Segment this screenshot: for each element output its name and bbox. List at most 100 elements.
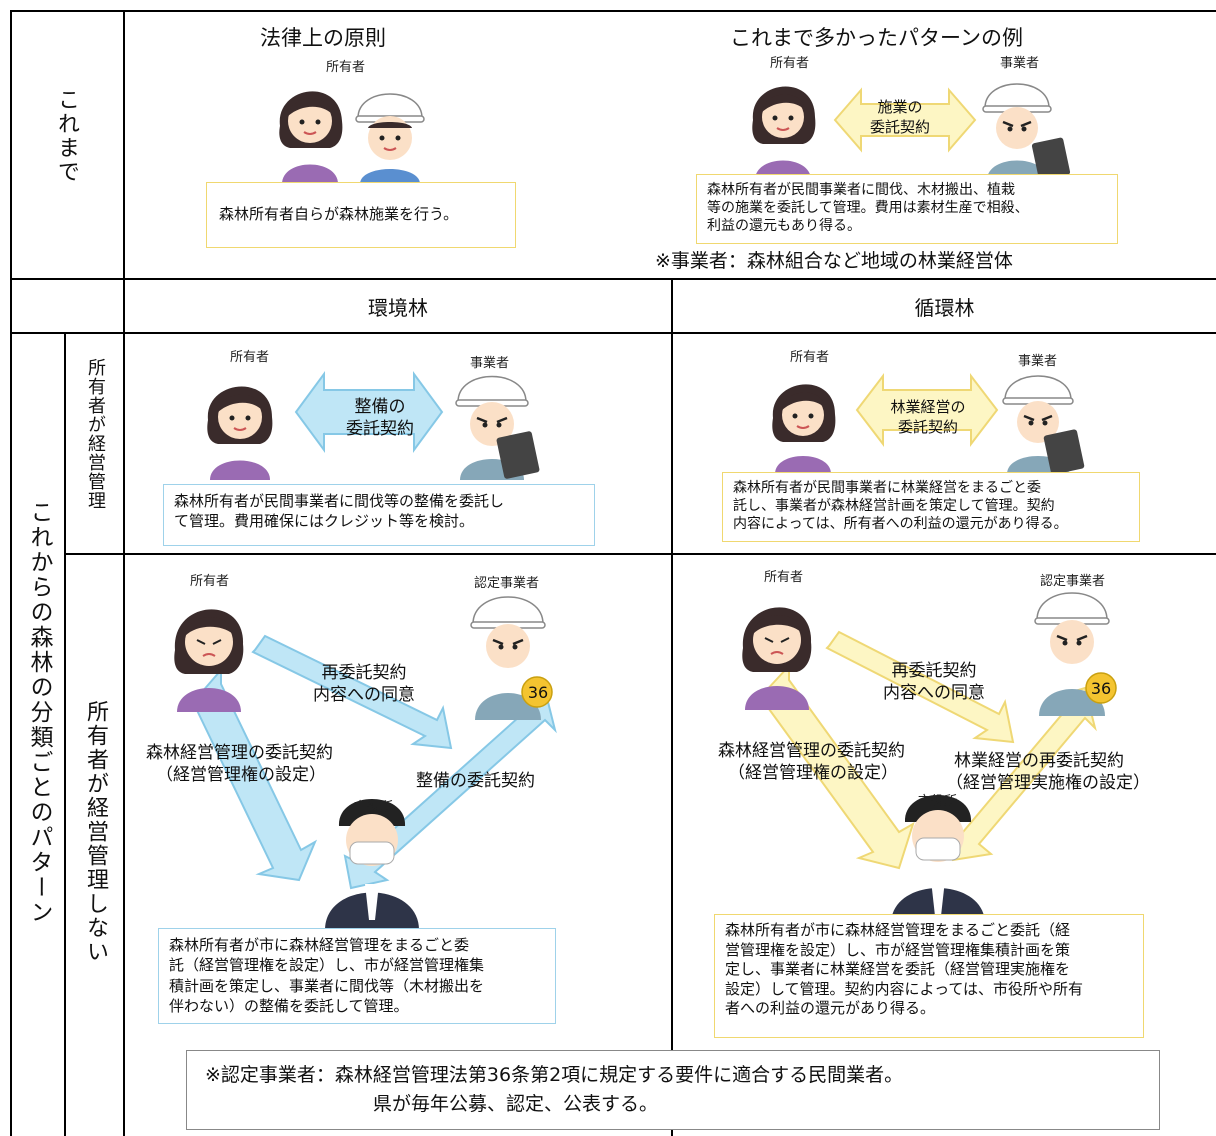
principle-illustration	[279, 91, 425, 184]
common-operator-label: 事業者	[1000, 56, 1040, 71]
env-not-mgmt-label: 森林経営管理の委託契約 （経営管理権の設定）	[146, 742, 333, 786]
env-not-maint-label: 整備の委託契約	[416, 771, 535, 791]
cycle-manage-arrow-line1: 林業経営の	[890, 398, 966, 416]
env-manage-desc-line2: て管理。費用確保にはクレジット等を検討。	[174, 512, 475, 531]
cycle-not-desc-line2: 営管理権を設定）し、市が経営管理権集積計画を策	[725, 940, 1071, 959]
common-arrow-line2: 委託契約	[869, 117, 930, 136]
env-manage-arrow-line2: 委託契約	[346, 419, 414, 440]
env-not-desc-line4: 伴わない）の整備を委託して管理。	[169, 996, 409, 1015]
env-manage-arrow-label: 整備の 委託契約	[320, 396, 440, 440]
env-not-desc-line1: 森林所有者が市に森林経営管理をまるごと委	[169, 936, 470, 954]
cycle-manage-owner-label: 所有者	[790, 350, 830, 365]
owner-woman-icon	[752, 86, 816, 180]
common-desc-line3: 利益の還元もあり得る。	[707, 218, 861, 235]
cycle-not-owner-label: 所有者	[764, 570, 804, 585]
common-description-box: 森林所有者が民間事業者に間伐、木材搬出、植栽 等の施業を委託して管理。費用は素材…	[696, 174, 1118, 244]
double-arrow-icon	[294, 370, 444, 454]
common-pattern-title: これまで多かったパターンの例	[730, 26, 1023, 50]
row-divider-2	[10, 332, 1216, 334]
env-not-desc-line2: 託（経営管理権を設定）し、市が経営管理権集	[169, 956, 485, 975]
operator-icon	[1002, 375, 1085, 474]
certified-operator-note-box: ※認定事業者：森林経営管理法第36条第2項に規定する要件に適合する民間業者。 県…	[186, 1050, 1160, 1130]
principle-title: 法律上の原則	[260, 26, 386, 50]
certification-badge-icon	[521, 676, 553, 708]
env-manage-description-box: 森林所有者が民間事業者に間伐等の整備を委託し て管理。費用確保にはクレジット等を…	[163, 484, 595, 546]
operator-note: ※事業者：森林組合など地域の林業経営体	[655, 250, 1013, 272]
certified-operator-icon	[1034, 592, 1117, 716]
cycle-not-desc-line4: 設定）して管理。契約内容によっては、市役所や所有	[725, 979, 1084, 998]
worried-owner-icon	[742, 607, 812, 710]
operator-icon	[982, 83, 1071, 180]
cycle-not-illustration	[742, 592, 1117, 924]
cycle-not-re-line1: 林業経営の再委託契約	[954, 751, 1124, 771]
cycle-not-recontract-label: 再委託契約 内容への同意	[864, 660, 1004, 704]
cycle-not-recontract-line2: 内容への同意	[883, 683, 985, 704]
env-manage-illustration	[207, 370, 540, 480]
env-not-recontract-label: 再委託契約 内容への同意	[294, 662, 434, 706]
cycle-not-mgmt-line2: （経営管理権の設定）	[728, 763, 898, 784]
cycle-not-badge: 36	[1090, 679, 1112, 698]
cycle-not-mgmt-label: 森林経営管理の委託契約 （経営管理権の設定）	[718, 740, 905, 784]
env-not-operator-label: 認定事業者	[474, 576, 540, 591]
row-label-past: これまで	[54, 88, 79, 184]
owner-woman-icon	[279, 91, 343, 184]
env-not-recontract-line2: 内容への同意	[313, 685, 415, 706]
env-not-city-label: 市役所	[354, 800, 394, 815]
env-manage-arrow-line1: 整備の	[354, 397, 406, 417]
cycle-manage-arrow-label: 林業経営の 委託契約	[868, 398, 988, 437]
cycle-manage-arrow-line2: 委託契約	[897, 417, 958, 436]
env-manage-operator-label: 事業者	[470, 356, 510, 371]
common-desc-line1: 森林所有者が民間事業者に間伐、木材搬出、植栽	[707, 182, 1015, 198]
cycle-manage-description-box: 森林所有者が民間事業者に林業経営をまるごと委 託し、事業者が森林経営計画を策定し…	[722, 472, 1140, 542]
env-not-illustration	[174, 596, 557, 930]
column-header-cycle: 循環林	[914, 296, 975, 320]
env-not-mgmt-line2: （経営管理権の設定）	[156, 765, 326, 786]
table-border-top	[10, 10, 1216, 12]
principle-description: 森林所有者自らが森林施業を行う。	[219, 205, 459, 224]
double-arrow-icon	[855, 373, 999, 447]
col-divider-1	[123, 10, 125, 1136]
certified-note-line2: 県が毎年公募、認定、公表する。	[373, 1092, 659, 1115]
col-divider-2	[671, 278, 673, 1058]
cycle-not-re-line2: （経営管理実施権の設定）	[946, 773, 1150, 794]
worker-icon	[355, 93, 425, 184]
principle-description-box: 森林所有者自らが森林施業を行う。	[206, 182, 516, 248]
row-label-owner-not-manage: 所有者が経営管理しない	[83, 700, 108, 964]
col-divider-sub	[64, 332, 66, 1136]
city-officer-icon	[891, 795, 985, 924]
cycle-not-description-box: 森林所有者が市に森林経営管理をまるごと委託（経 営管理権を設定）し、市が経営管理…	[714, 914, 1144, 1038]
owner-woman-icon	[772, 384, 836, 474]
env-not-badge: 36	[527, 683, 549, 702]
cycle-manage-illustration	[772, 373, 1085, 474]
double-arrow-icon	[833, 87, 977, 153]
cycle-not-desc-line5: 者への利益の還元があり得る。	[725, 999, 936, 1017]
table-border-left	[10, 10, 12, 1136]
triangle-arrows-icon	[759, 630, 1097, 870]
env-not-description-box: 森林所有者が市に森林経営管理をまるごと委 託（経営管理権を設定）し、市が経営管理…	[158, 928, 556, 1024]
common-arrow-line1: 施業の	[877, 98, 923, 116]
principle-owner-label: 所有者	[326, 60, 366, 75]
cycle-not-desc-line1: 森林所有者が市に森林経営管理をまるごと委託（経	[725, 921, 1071, 939]
cycle-not-re-label: 林業経営の再委託契約 （経営管理実施権の設定）	[946, 750, 1150, 794]
cycle-not-desc-line3: 定し、事業者に林業経営を委託（経営管理実施権を	[725, 960, 1071, 978]
env-not-desc-line3: 積計画を策定し、事業者に間伐等（木材搬出を	[169, 976, 485, 995]
worried-owner-icon	[174, 609, 244, 712]
city-officer-icon	[325, 799, 419, 930]
certified-operator-icon	[470, 596, 553, 720]
cycle-not-recontract-line1: 再委託契約	[891, 661, 977, 681]
common-arrow-label: 施業の 委託契約	[845, 98, 955, 137]
env-not-recontract-line1: 再委託契約	[321, 663, 407, 683]
column-header-env: 環境林	[368, 296, 428, 320]
cycle-manage-desc-line3: 内容によっては、所有者への利益の還元があり得る。	[733, 516, 1068, 533]
cycle-manage-desc-line2: 託し、事業者が森林経営計画を策定して管理。契約	[733, 498, 1055, 515]
row-label-future: これからの森林の分類ごとのパターン	[26, 500, 52, 925]
certification-badge-icon	[1085, 672, 1117, 704]
row-label-owner-manage: 所有者が経営管理	[85, 358, 106, 510]
row-divider-3	[64, 553, 1216, 555]
env-manage-owner-label: 所有者	[230, 350, 270, 365]
cycle-manage-operator-label: 事業者	[1018, 354, 1058, 369]
certified-note-line1: ※認定事業者：森林経営管理法第36条第2項に規定する要件に適合する民間業者。	[205, 1064, 904, 1086]
operator-icon	[455, 375, 540, 480]
col-divider-2-bottom	[671, 1128, 673, 1136]
owner-woman-icon	[207, 386, 273, 480]
